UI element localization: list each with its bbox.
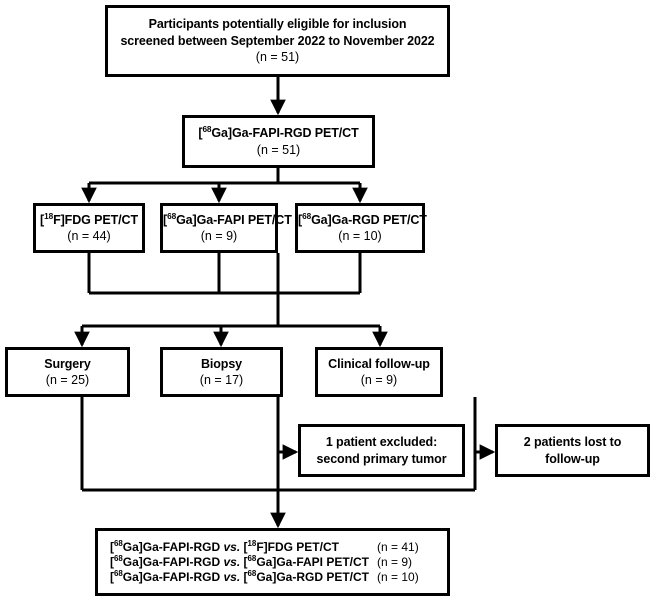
node-final-comparisons: [68Ga]Ga-FAPI-RGD vs. [18F]FDG PET/CT (n … (95, 528, 450, 596)
versus-label: vs. (223, 570, 241, 584)
clinical-followup-count: (n = 9) (360, 373, 398, 387)
isotope-superscript: 68 (114, 569, 123, 578)
fapi-petct-label: [68Ga]Ga-FAPI PET/CT (163, 211, 292, 227)
biopsy-count: (n = 17) (199, 373, 244, 387)
fapi-rgd-petct-count: (n = 51) (256, 142, 301, 157)
final-comparison-row: [68Ga]Ga-FAPI-RGD vs. [68Ga]Ga-RGD PET/C… (110, 570, 435, 584)
final-comparison-count: (n = 9) (377, 555, 413, 569)
final-comparison-label: [68Ga]Ga-FAPI-RGD vs. [68Ga]Ga-RGD PET/C… (110, 569, 369, 584)
lost-line1: 2 patients lost to (523, 435, 622, 449)
fapi-petct-count: (n = 9) (200, 229, 238, 243)
final-comparison-count: (n = 10) (377, 570, 419, 584)
isotope-superscript: 18 (44, 211, 54, 221)
final-comparison-label: [68Ga]Ga-FAPI-RGD vs. [68Ga]Ga-FAPI PET/… (110, 554, 369, 569)
screened-line1: Participants potentially eligible for in… (148, 17, 407, 32)
screened-line2: screened between September 2022 to Novem… (120, 33, 435, 48)
biopsy-label: Biopsy (200, 356, 243, 371)
rgd-petct-label: [68Ga]Ga-RGD PET/CT (298, 211, 427, 227)
fdg-petct-count: (n = 44) (67, 229, 111, 243)
node-rgd-petct: [68Ga]Ga-RGD PET/CT (n = 10) (295, 203, 427, 253)
final-comparison-row: [68Ga]Ga-FAPI-RGD vs. [18F]FDG PET/CT (n … (110, 540, 435, 554)
node-fdg-petct: [18F]FDG PET/CT (n = 44) (33, 203, 145, 253)
final-comparison-count: (n = 41) (377, 540, 419, 554)
isotope-superscript: 68 (202, 124, 212, 134)
node-biopsy: Biopsy (n = 17) (160, 347, 283, 397)
screened-count: (n = 51) (255, 50, 300, 65)
node-surgery: Surgery (n = 25) (5, 347, 130, 397)
lost-line2: follow-up (545, 451, 600, 466)
isotope-superscript: 68 (114, 539, 123, 548)
fdg-petct-label: [18F]FDG PET/CT (40, 211, 138, 227)
clinical-followup-label: Clinical follow-up (328, 356, 430, 371)
versus-label: vs. (223, 555, 241, 569)
rgd-petct-count: (n = 10) (338, 229, 382, 243)
node-fapi-rgd-petct: [68Ga]Ga-FAPI-RGD PET/CT (n = 51) (182, 115, 375, 168)
node-clinical-followup: Clinical follow-up (n = 9) (315, 347, 443, 397)
isotope-superscript: 68 (167, 211, 177, 221)
surgery-label: Surgery (44, 356, 91, 371)
isotope-superscript: 18 (247, 539, 257, 548)
excluded-line2: second primary tumor (316, 451, 447, 466)
isotope-superscript: 68 (247, 569, 257, 578)
surgery-count: (n = 25) (45, 373, 90, 387)
fapi-rgd-petct-label: [68Ga]Ga-FAPI-RGD PET/CT (198, 124, 359, 140)
isotope-superscript: 68 (302, 211, 312, 221)
versus-label: vs. (223, 540, 241, 554)
isotope-superscript: 68 (247, 554, 257, 563)
final-comparison-rows: [68Ga]Ga-FAPI-RGD vs. [18F]FDG PET/CT (n … (110, 540, 435, 584)
node-screened: Participants potentially eligible for in… (105, 5, 450, 77)
isotope-superscript: 68 (114, 554, 123, 563)
final-comparison-row: [68Ga]Ga-FAPI-RGD vs. [68Ga]Ga-FAPI PET/… (110, 555, 435, 569)
node-fapi-petct: [68Ga]Ga-FAPI PET/CT (n = 9) (160, 203, 292, 253)
excluded-line1: 1 patient excluded: (325, 435, 438, 449)
node-lost-to-followup: 2 patients lost to follow-up (495, 424, 650, 477)
final-comparison-label: [68Ga]Ga-FAPI-RGD vs. [18F]FDG PET/CT (110, 539, 339, 554)
node-patient-excluded: 1 patient excluded: second primary tumor (298, 424, 465, 477)
